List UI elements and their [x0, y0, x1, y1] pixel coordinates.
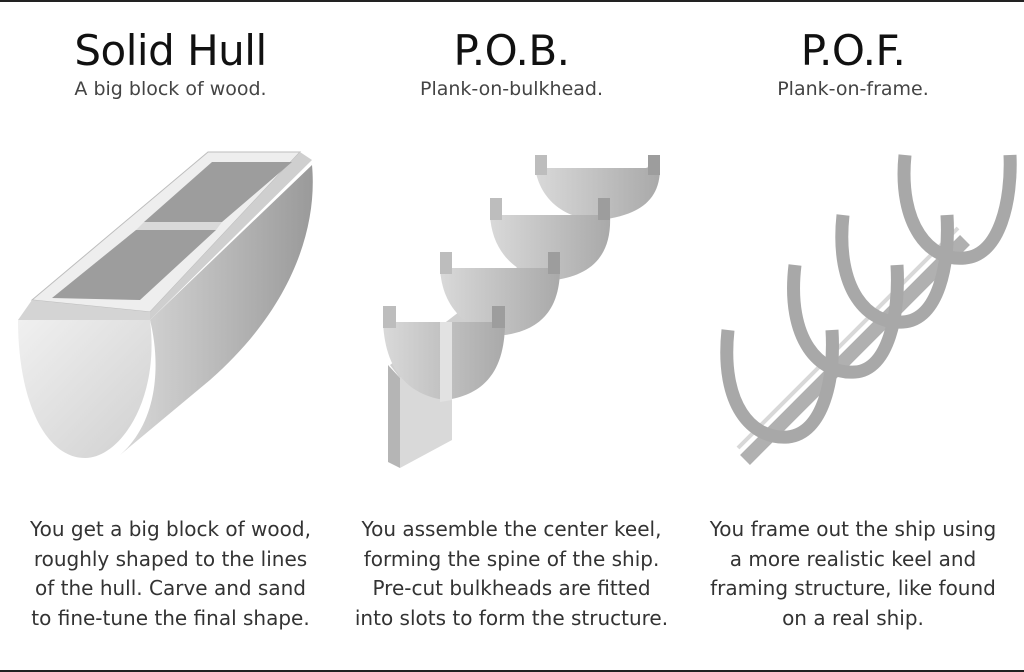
- pob-subtitle: Plank-on-bulkhead.: [419, 78, 603, 100]
- solid-hull-illustration: [18, 151, 313, 458]
- description-line: forming the spine of the ship.: [363, 546, 660, 571]
- pof-title: P.O.F.: [800, 26, 906, 75]
- column-pof: P.O.F. Plank-on-frame. You frame out the…: [682, 0, 1024, 672]
- description-line: framing structure, like found: [710, 576, 996, 600]
- solid-hull-title: Solid Hull: [74, 26, 267, 75]
- description-line: Pre-cut bulkheads are fitted: [372, 576, 651, 600]
- column-pob: P.O.B. Plank-on-bulkhead. You assemble t…: [341, 0, 682, 672]
- pof-illustration: [720, 154, 1017, 465]
- solid-hull-subtitle: A big block of wood.: [74, 78, 267, 100]
- description-line: into slots to form the structure.: [354, 605, 669, 630]
- pof-description: You frame out the ship using a more real…: [682, 515, 1024, 633]
- description-line: on a real ship.: [782, 605, 924, 630]
- description-line: to fine-tune the final shape.: [31, 605, 310, 630]
- pof-subtitle: Plank-on-frame.: [777, 78, 929, 100]
- pob-illustration: [383, 155, 660, 468]
- column-solid-hull: Solid Hull A big block of wood. You get …: [0, 0, 341, 672]
- description-line: You frame out the ship using: [709, 517, 997, 541]
- solid-hull-description: You get a big block of wood, roughly sha…: [0, 515, 341, 633]
- description-line: a more realistic keel and: [729, 546, 977, 571]
- pob-title: P.O.B.: [453, 26, 570, 75]
- description-line: roughly shaped to the lines: [33, 546, 308, 571]
- pob-description: You assemble the center keel, forming th…: [341, 515, 682, 633]
- description-line: of the hull. Carve and sand: [35, 576, 306, 600]
- description-line: You assemble the center keel,: [361, 517, 662, 541]
- description-line: You get a big block of wood,: [30, 517, 311, 541]
